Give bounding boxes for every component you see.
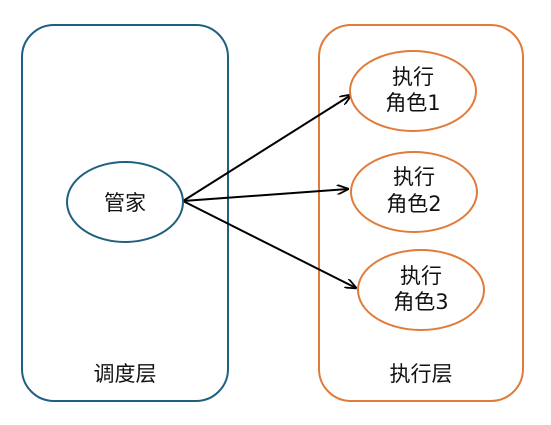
role-node-2-line2: 角色2 [386, 192, 441, 216]
arrow-to-role-2 [182, 189, 348, 202]
arrow-to-role-1 [182, 95, 351, 202]
role-node-3-line2: 角色3 [393, 290, 448, 314]
role-node-2 [350, 151, 478, 233]
role-node-3-line1: 执行 [400, 264, 442, 288]
role-node-2-line1: 执行 [393, 165, 435, 189]
role-node-1 [349, 50, 477, 132]
role-node-1-line2: 角色1 [385, 91, 440, 115]
arrow-to-role-3 [182, 200, 356, 288]
execution-layer-label: 执行层 [390, 362, 453, 386]
manager-node-label: 管家 [104, 191, 146, 215]
manager-node [66, 161, 184, 243]
role-node-3 [357, 249, 485, 331]
role-node-1-line1: 执行 [392, 65, 434, 89]
dispatch-layer-label: 调度层 [94, 362, 157, 386]
